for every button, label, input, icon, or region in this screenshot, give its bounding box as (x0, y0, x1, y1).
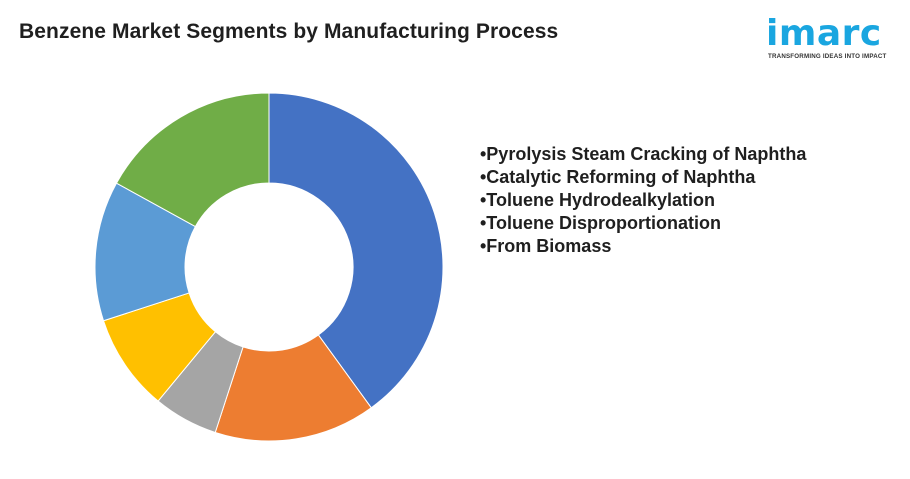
legend-item: •Toluene Disproportionation (480, 213, 721, 233)
donut-chart (94, 92, 444, 442)
logo-wordmark: imarc (766, 13, 882, 54)
donut-slice-6 (115, 92, 270, 228)
legend: •Pyrolysis Steam Cracking of Naphtha •Ca… (480, 143, 806, 258)
legend-item: •From Biomass (480, 236, 612, 256)
chart-title: Benzene Market Segments by Manufacturing… (19, 20, 559, 43)
donut-slices (94, 92, 444, 442)
imarc-logo: imarc TRANSFORMING IDEAS INTO IMPACT (766, 14, 886, 64)
donut-slice-1 (268, 92, 444, 409)
legend-item: •Pyrolysis Steam Cracking of Naphtha (480, 144, 807, 164)
legend-item: •Catalytic Reforming of Naphtha (480, 167, 756, 187)
legend-item: •Toluene Hydrodealkylation (480, 190, 716, 210)
logo-tagline: TRANSFORMING IDEAS INTO IMPACT (768, 53, 887, 60)
